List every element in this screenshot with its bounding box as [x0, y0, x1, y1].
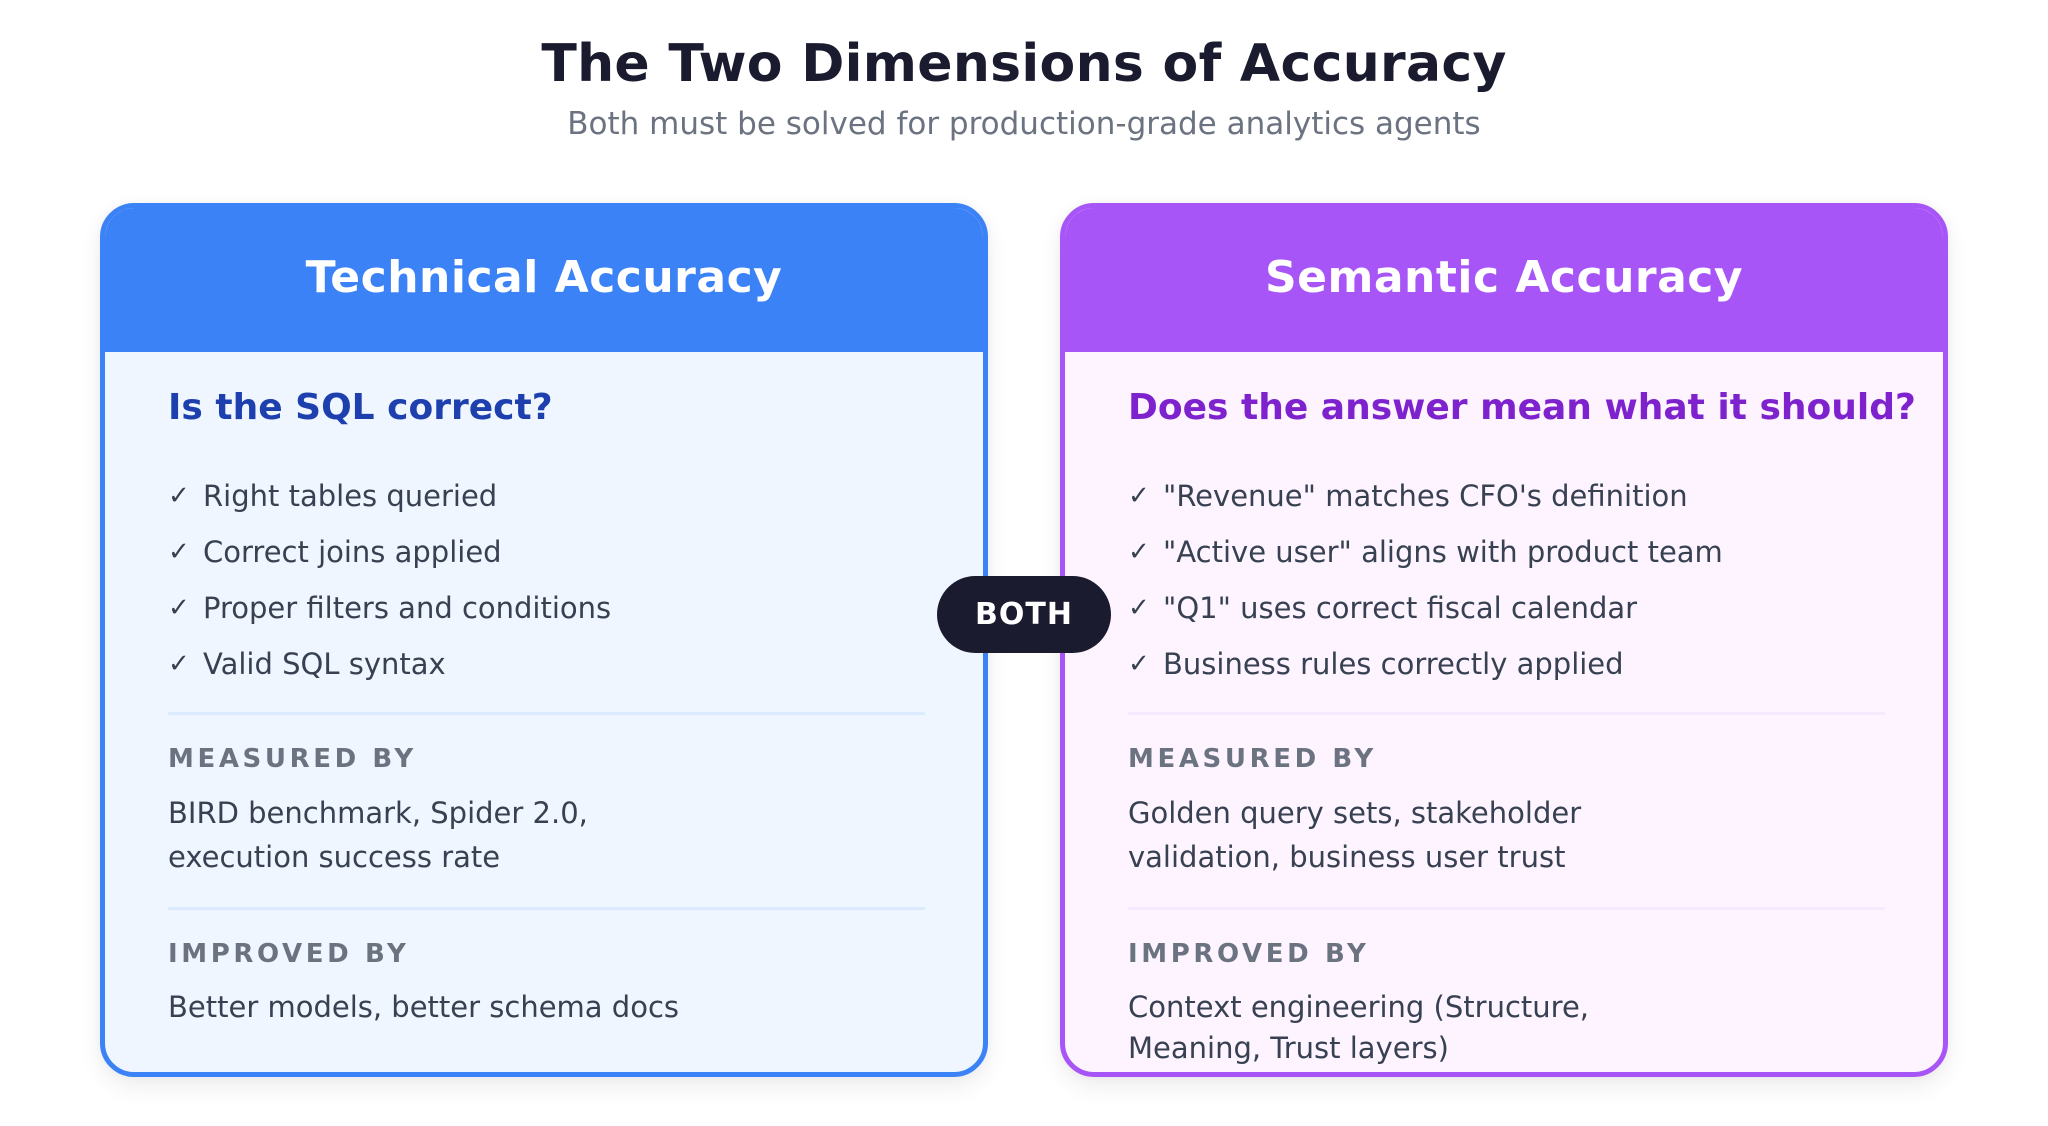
checklist-item: ✓ Correct joins applied: [168, 524, 611, 580]
check-icon: ✓: [1128, 481, 1150, 511]
checklist-item-label: "Active user" aligns with product team: [1163, 535, 1723, 569]
checklist-item-label: "Q1" uses correct fiscal calendar: [1163, 591, 1638, 625]
card-question: Does the answer mean what it should?: [1128, 387, 1916, 428]
check-icon: ✓: [168, 593, 190, 623]
card-body-technical: Is the SQL correct? ✓ Right tables queri…: [168, 352, 983, 1072]
checklist-item-label: Right tables queried: [203, 479, 498, 513]
checklist-item: ✓ Business rules correctly applied: [1128, 636, 1723, 692]
measured-by-text: BIRD benchmark, Spider 2.0, execution su…: [168, 791, 588, 879]
technical-accuracy-card: Technical Accuracy Is the SQL correct? ✓…: [100, 203, 988, 1077]
checklist-item: ✓ "Active user" aligns with product team: [1128, 524, 1723, 580]
card-body-semantic: Does the answer mean what it should? ✓ "…: [1128, 352, 1943, 1072]
measured-by-label: MEASURED BY: [168, 744, 417, 774]
section-divider: [1128, 712, 1885, 715]
section-divider: [1128, 907, 1885, 910]
check-icon: ✓: [168, 649, 190, 679]
both-badge: BOTH: [937, 576, 1111, 653]
measured-by-text: Golden query sets, stakeholder validatio…: [1128, 791, 1581, 879]
checklist-item: ✓ Proper filters and conditions: [168, 580, 611, 636]
check-icon: ✓: [1128, 537, 1150, 567]
checklist-item-label: Proper filters and conditions: [203, 591, 612, 625]
measured-by-line: Golden query sets, stakeholder: [1128, 796, 1582, 830]
checklist-item-label: Correct joins applied: [203, 535, 502, 569]
check-icon: ✓: [168, 537, 190, 567]
semantic-accuracy-card: Semantic Accuracy Does the answer mean w…: [1060, 203, 1948, 1077]
improved-by-line: Better models, better schema docs: [168, 990, 679, 1024]
checklist-item-label: Business rules correctly applied: [1163, 647, 1624, 681]
improved-by-label: IMPROVED BY: [168, 939, 410, 969]
card-header-semantic: Semantic Accuracy: [1065, 208, 1943, 352]
checklist-item: ✓ "Q1" uses correct fiscal calendar: [1128, 580, 1723, 636]
checklist-item-label: Valid SQL syntax: [203, 647, 446, 681]
measured-by-line: execution success rate: [168, 840, 501, 874]
checklist: ✓ "Revenue" matches CFO's definition ✓ "…: [1128, 468, 1723, 692]
page-title: The Two Dimensions of Accuracy: [541, 34, 1507, 94]
checklist-item: ✓ "Revenue" matches CFO's definition: [1128, 468, 1723, 524]
checklist-item: ✓ Right tables queried: [168, 468, 611, 524]
page-subtitle: Both must be solved for production-grade…: [567, 106, 1481, 142]
card-header-technical: Technical Accuracy: [105, 208, 983, 352]
measured-by-line: validation, business user trust: [1128, 840, 1566, 874]
checklist-item: ✓ Valid SQL syntax: [168, 636, 611, 692]
improved-by-line: Meaning, Trust layers): [1128, 1031, 1449, 1065]
measured-by-line: BIRD benchmark, Spider 2.0,: [168, 796, 588, 830]
improved-by-text: Context engineering (Structure, Meaning,…: [1128, 987, 1589, 1069]
checklist-item-label: "Revenue" matches CFO's definition: [1163, 479, 1688, 513]
improved-by-line: Context engineering (Structure,: [1128, 990, 1589, 1024]
checklist: ✓ Right tables queried ✓ Correct joins a…: [168, 468, 611, 692]
check-icon: ✓: [168, 481, 190, 511]
check-icon: ✓: [1128, 593, 1150, 623]
section-divider: [168, 907, 925, 910]
section-divider: [168, 712, 925, 715]
improved-by-text: Better models, better schema docs: [168, 987, 679, 1028]
improved-by-label: IMPROVED BY: [1128, 939, 1370, 969]
check-icon: ✓: [1128, 649, 1150, 679]
measured-by-label: MEASURED BY: [1128, 744, 1377, 774]
card-question: Is the SQL correct?: [168, 387, 553, 428]
